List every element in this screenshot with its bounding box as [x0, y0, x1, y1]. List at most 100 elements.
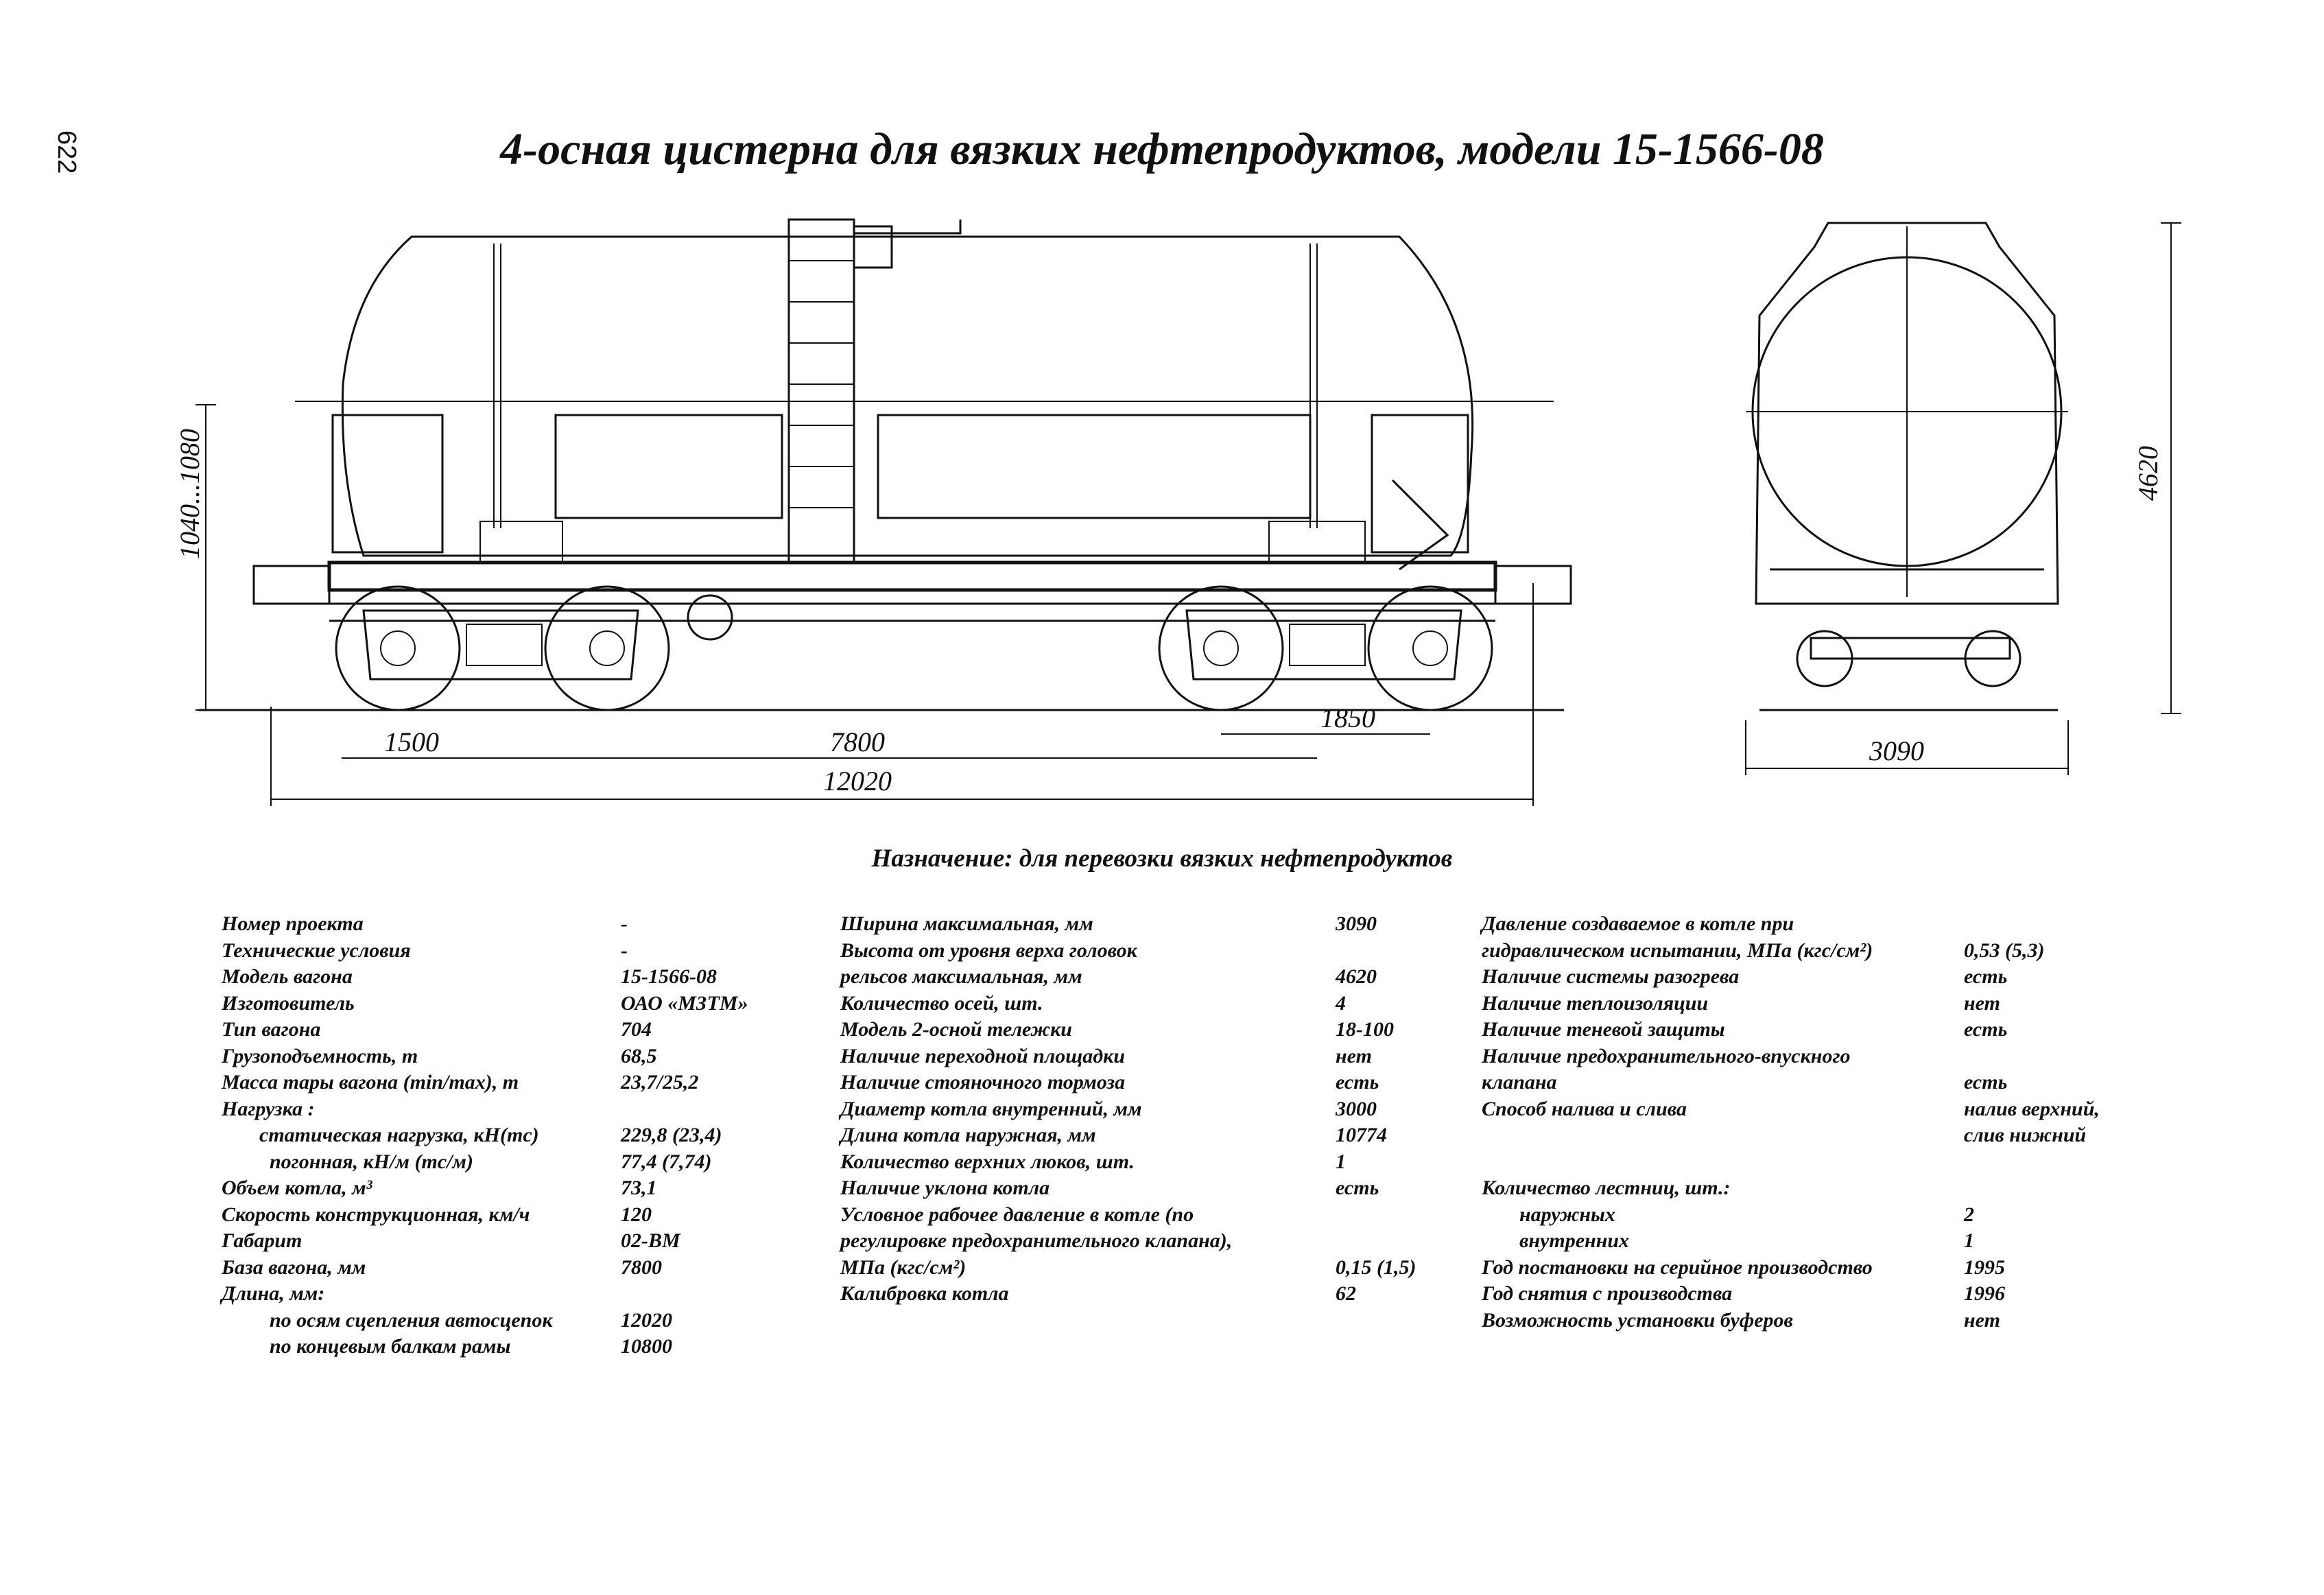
spec-row: внутренних 1: [1482, 1228, 2168, 1255]
spec-label: Габарит: [222, 1229, 303, 1252]
dim-height: 4620: [2133, 446, 2163, 501]
spec-value: есть: [1964, 1071, 2008, 1094]
spec-value: налив верхний,: [1964, 1097, 2100, 1120]
spec-value: 10800: [621, 1335, 672, 1358]
spec-value: 1: [1964, 1229, 1974, 1252]
spec-label: Грузоподъемность, т: [222, 1044, 418, 1067]
spec-label: Технические условия: [222, 938, 411, 962]
spec-label: Нагрузка :: [222, 1097, 315, 1120]
spec-label: Наличие уклона котла: [840, 1177, 1050, 1199]
spec-label: по концевым балкам рамы: [270, 1335, 511, 1358]
spec-value: 229,8 (23,4): [621, 1124, 722, 1146]
spec-value: 0,53 (5,3): [1964, 938, 2045, 962]
spec-value: 0,15 (1,5): [1336, 1255, 1416, 1279]
dim-car-base: 7800: [830, 726, 885, 757]
spec-value: 62: [1336, 1282, 1356, 1305]
spec-row: погонная, кН/м (тс/м)77,4 (7,74): [222, 1149, 839, 1176]
spec-label: Длина котла наружная, мм: [840, 1124, 1096, 1146]
spec-label: Высота от уровня верха головок: [840, 938, 1137, 962]
spec-value: 73,1: [621, 1177, 657, 1199]
spec-value: -: [621, 912, 628, 935]
spec-label: Год снятия с производства: [1482, 1282, 1733, 1305]
spec-label: Возможность установки буферов: [1482, 1308, 1793, 1332]
page-title: 4-осная цистерна для вязких нефтепродукт…: [500, 124, 1824, 174]
spec-label: Количество лестниц, шт.:: [1482, 1177, 1731, 1199]
purpose-caption: Назначение: для перевозки вязких нефтепр…: [871, 844, 1453, 873]
spec-value: 12020: [621, 1308, 672, 1332]
spec-column-1: Номер проекта- Технические условия - Моде…: [222, 911, 839, 1360]
spec-label: База вагона, мм: [222, 1255, 366, 1279]
spec-row: Грузоподъемность, т 68,5: [222, 1043, 839, 1070]
spec-value: есть: [1964, 1018, 2008, 1041]
spec-label: Наличие теневой защиты: [1482, 1018, 1725, 1041]
spec-row: Количество осей, шт. 4: [840, 991, 1478, 1017]
spec-value: 68,5: [621, 1044, 657, 1067]
spec-value: есть: [1336, 1177, 1379, 1199]
spec-row: гидравлическом испытании, МПа (кгс/см²) 0…: [1482, 938, 2168, 965]
end-view: 4620 3090: [1745, 222, 2181, 775]
spec-label: Изготовитель: [222, 991, 355, 1015]
spec-row: Нагрузка :: [222, 1096, 839, 1123]
spec-row: Длина, мм:: [222, 1281, 839, 1308]
dim-width: 3090: [1869, 735, 1924, 766]
spec-value: ОАО «МЗТМ»: [621, 991, 748, 1015]
spec-label: Наличие стояночного тормоза: [840, 1071, 1126, 1094]
tank-car-drawing: 1040...1080 1500 7800 1850 12020 4620 30…: [174, 218, 2181, 806]
spec-value: 3000: [1336, 1097, 1377, 1120]
spec-label: Наличие системы разогрева: [1482, 965, 1740, 988]
spec-value: -: [621, 938, 628, 962]
spec-label: Объем котла, м³: [222, 1177, 372, 1199]
spec-row: Габарит 02-ВМ: [222, 1228, 839, 1255]
spec-label: Год постановки на серийное производство: [1482, 1255, 1873, 1279]
spec-value: 23,7/25,2: [621, 1071, 699, 1094]
spec-row: слив нижний: [1482, 1122, 2168, 1149]
spec-label: Давление создаваемое в котле при: [1482, 912, 1794, 935]
spec-row: Изготовитель ОАО «МЗТМ»: [222, 991, 839, 1017]
spec-row: Наличие теневой защиты есть: [1482, 1017, 2168, 1043]
spec-label: Ширина максимальная, мм: [840, 912, 1093, 935]
spec-value: 1: [1336, 1150, 1346, 1173]
dim-axle-to-beam: 1850: [1320, 702, 1375, 733]
spec-label: Наличие переходной площадки: [840, 1044, 1126, 1067]
spec-row: Количество лестниц, шт.:: [1482, 1175, 2168, 1202]
spec-label: Длина, мм:: [222, 1282, 325, 1305]
spec-row: [1482, 1149, 2168, 1176]
spec-value: 18-100: [1336, 1018, 1394, 1041]
spec-value: 2: [1964, 1203, 1974, 1226]
spec-label: регулировке предохранительного клапана),: [840, 1229, 1233, 1252]
spec-value: 77,4 (7,74): [621, 1150, 712, 1173]
spec-value: 02-ВМ: [621, 1229, 680, 1252]
spec-row: Давление создаваемое в котле при: [1482, 911, 2168, 938]
spec-label: Модель вагона: [222, 965, 353, 988]
dim-overall-length: 12020: [823, 766, 892, 796]
spec-value: слив нижний: [1964, 1124, 2087, 1146]
spec-label: Количество осей, шт.: [840, 991, 1043, 1015]
spec-label: гидравлическом испытании, МПа (кгс/см²): [1482, 938, 1873, 962]
spec-row: Номер проекта-: [222, 911, 839, 938]
spec-value: 120: [621, 1203, 652, 1226]
spec-row: Высота от уровня верха головок: [840, 938, 1478, 965]
spec-row: Наличие предохранительного-впускного: [1482, 1043, 2168, 1070]
spec-row: Способ налива и слива налив верхний,: [1482, 1096, 2168, 1123]
dim-coupler-height: 1040...1080: [174, 429, 205, 559]
spec-row: Технические условия -: [222, 938, 839, 965]
spec-label: Наличие теплоизоляции: [1482, 991, 1709, 1015]
spec-label: внутренних: [1519, 1229, 1630, 1252]
spec-value: 4: [1336, 991, 1346, 1015]
spec-row: регулировке предохранительного клапана),: [840, 1228, 1478, 1255]
spec-label: рельсов максимальная, мм: [840, 965, 1082, 988]
spec-row: по концевым балкам рамы 10800: [222, 1334, 839, 1360]
